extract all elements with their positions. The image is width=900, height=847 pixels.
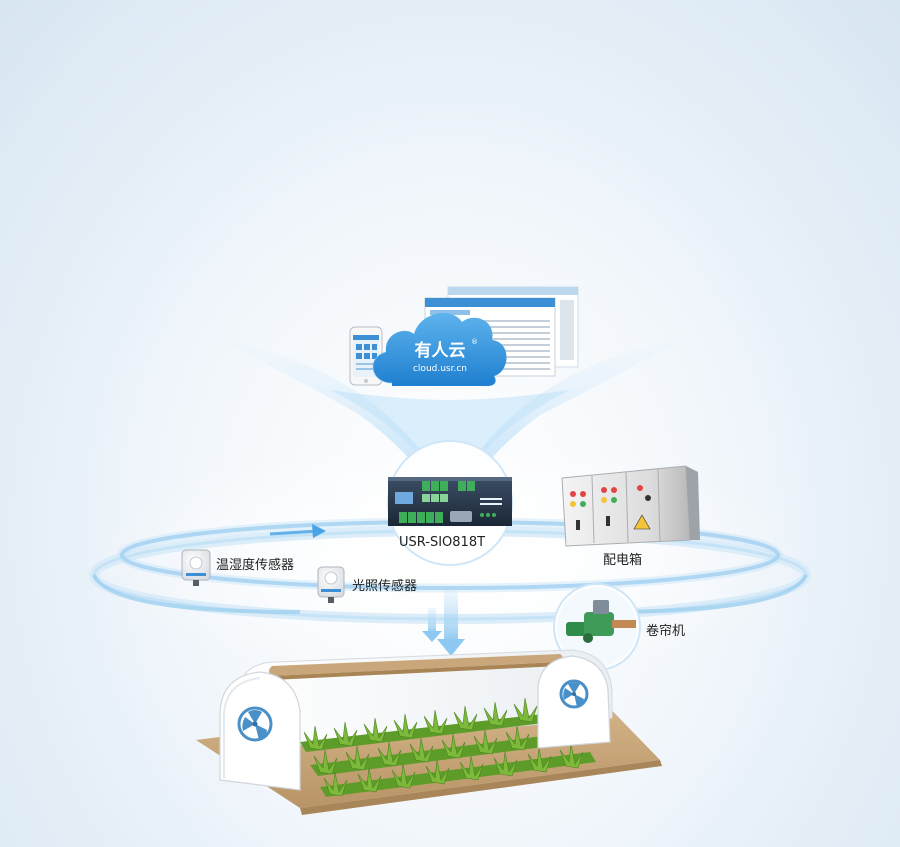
gateway-label: USR-SIO818T <box>399 535 486 550</box>
cloud-icon <box>372 312 507 386</box>
fan-icon <box>559 679 589 709</box>
cloud-beam <box>215 336 688 500</box>
temp-humidity-sensor-label: 温湿度传感器 <box>216 558 295 573</box>
down-arrows <box>422 590 465 656</box>
registered-mark: ® <box>471 338 478 346</box>
light-sensor-icon <box>317 566 345 603</box>
fan-icon <box>237 706 273 742</box>
electrical-cabinet-icon <box>561 465 700 547</box>
curtain-motor-label: 卷帘机 <box>646 624 686 639</box>
thermo-hygrometer-icon <box>181 549 211 586</box>
curtain-motor-icon <box>553 583 641 671</box>
distribution-box-label: 配电箱 <box>603 553 643 568</box>
io-controller-icon <box>387 440 513 566</box>
greenhouse-icon <box>196 649 662 815</box>
cloud-url: cloud.usr.cn <box>412 364 467 374</box>
cloud-brand-name: 有人云 <box>414 341 466 361</box>
ring-arrow <box>269 524 326 538</box>
light-sensor-label: 光照传感器 <box>352 579 418 594</box>
